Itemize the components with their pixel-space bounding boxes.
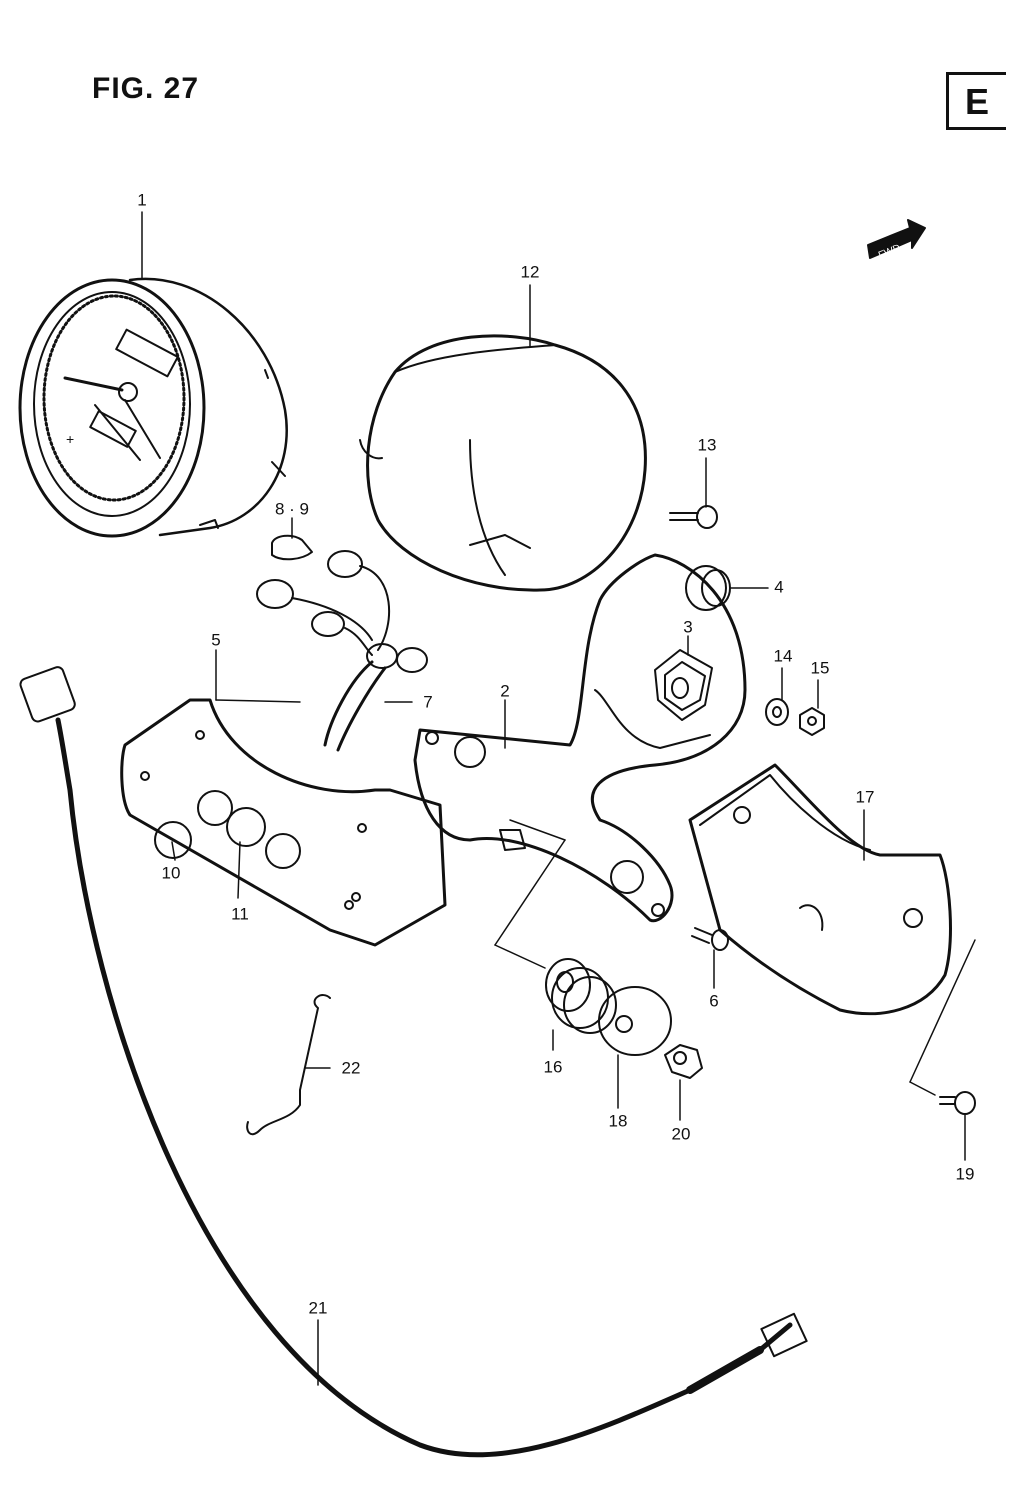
callout-4: 4	[774, 577, 784, 597]
part-17-lower-cover	[688, 763, 952, 1016]
part-14-washer	[765, 698, 789, 726]
callout-15: 15	[810, 658, 830, 678]
part-1-speedometer: +	[18, 277, 288, 538]
callout-7: 7	[423, 692, 433, 712]
part-7-8-9-wiring	[256, 534, 428, 752]
part-5-housing	[120, 698, 447, 947]
callout-11: 11	[231, 904, 249, 924]
callout-3: 3	[683, 617, 693, 637]
part-18-washer	[598, 986, 672, 1056]
part-2-bracket	[413, 553, 747, 923]
callout-10: 10	[161, 863, 181, 883]
callout-20: 20	[671, 1124, 691, 1144]
part-20-nut	[664, 1044, 703, 1079]
callout-1: 1	[137, 190, 147, 210]
callout-5: 5	[211, 630, 221, 650]
callout-18: 18	[608, 1111, 628, 1131]
figure-title: FIG. 27	[92, 72, 200, 105]
callout-21: 21	[308, 1298, 328, 1318]
part-19-screw	[939, 1091, 976, 1115]
part-6-screw	[691, 927, 729, 951]
part-12-cover-cup	[359, 334, 647, 592]
part-4-grommet	[685, 565, 731, 611]
section-box: E	[946, 72, 1006, 130]
callout-12: 12	[520, 262, 540, 282]
svg-text:+: +	[66, 431, 74, 447]
callout-2: 2	[500, 681, 510, 701]
callout-8-9: 8 · 9	[274, 499, 310, 519]
part-3-grommet	[654, 649, 713, 721]
part-13-screw	[669, 505, 718, 529]
fwd-arrow-icon: FWD	[867, 219, 926, 261]
callout-6: 6	[709, 991, 719, 1011]
callout-22: 22	[341, 1058, 361, 1078]
section-letter: E	[965, 81, 990, 122]
callout-17: 17	[855, 787, 875, 807]
callout-14: 14	[773, 646, 793, 666]
part-16-damper	[545, 958, 617, 1034]
leader-lines	[141, 211, 976, 1386]
part-22-clip	[246, 994, 331, 1136]
callout-19: 19	[955, 1164, 975, 1184]
part-21-cable	[19, 666, 808, 1458]
callout-13: 13	[697, 435, 717, 455]
callout-16: 16	[543, 1057, 563, 1077]
part-15-nut	[799, 707, 825, 736]
